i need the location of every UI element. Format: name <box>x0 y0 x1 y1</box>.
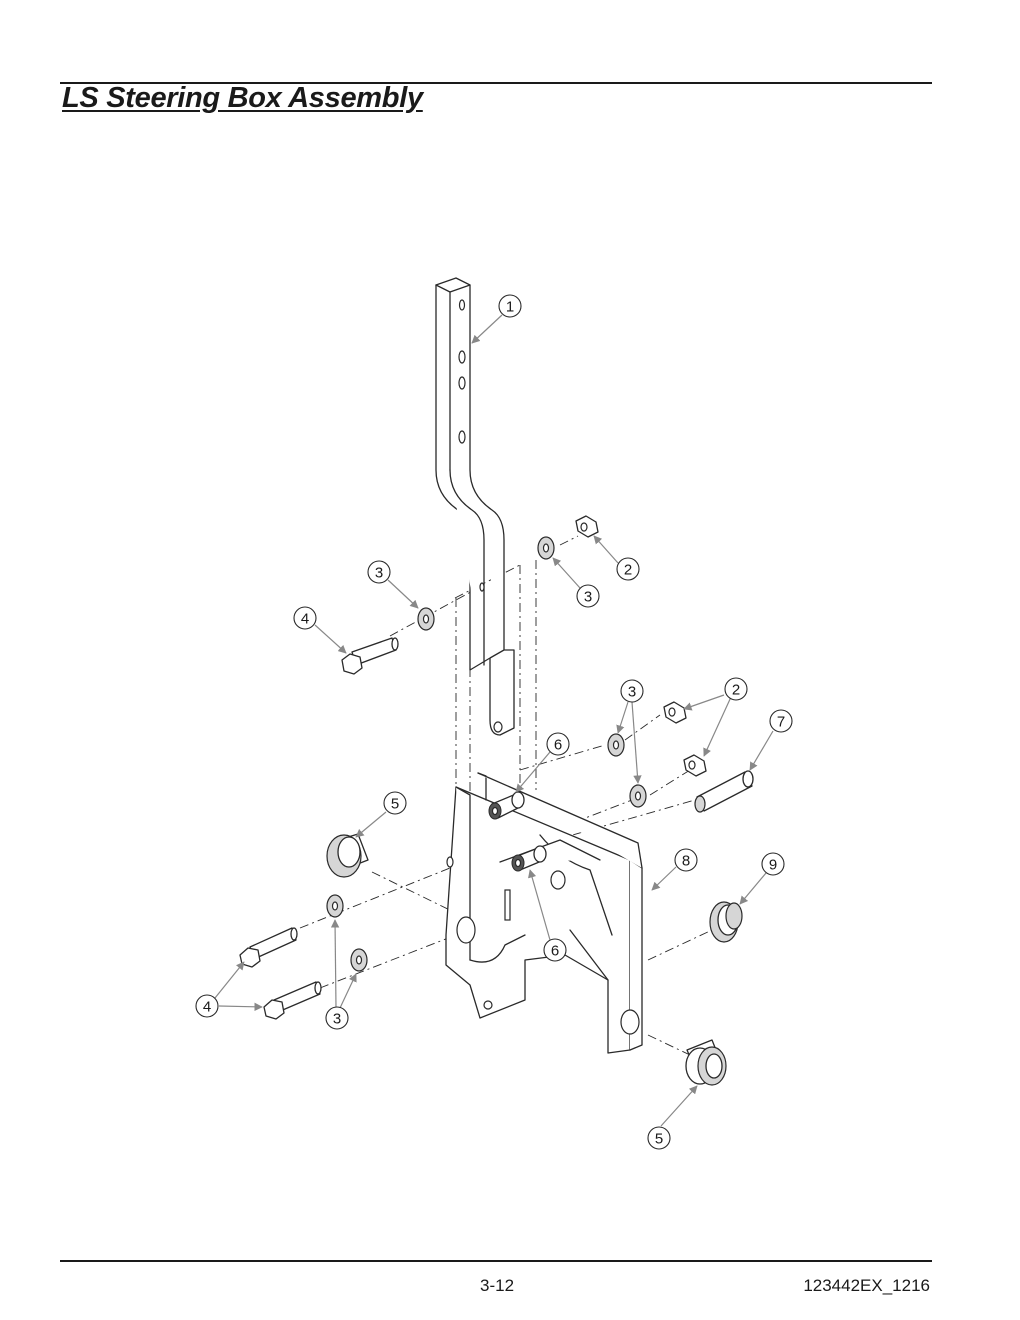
steering-arm <box>435 277 515 736</box>
callout-5-upper: 5 <box>383 791 407 815</box>
mid-nut-lower <box>683 754 707 777</box>
pin-part-7 <box>694 770 754 813</box>
upper-washer-right <box>537 536 555 560</box>
document-code: 123442EX_1216 <box>803 1276 930 1295</box>
lower-washer-lower <box>350 948 368 972</box>
callout-3-upper-left: 3 <box>367 560 391 584</box>
callout-label: 9 <box>769 857 777 874</box>
callout-1: 1 <box>498 294 522 318</box>
callout-label: 1 <box>506 299 514 316</box>
callout-label: 3 <box>333 1011 341 1028</box>
callout-2-upper: 2 <box>616 557 640 581</box>
callout-4-lower: 4 <box>195 994 219 1018</box>
lower-bolt-lower <box>263 981 322 1020</box>
header-rule <box>60 82 932 84</box>
callout-label: 6 <box>554 737 562 754</box>
upper-nut <box>575 515 599 538</box>
callout-label: 2 <box>624 562 632 579</box>
upper-bolt <box>341 637 399 675</box>
callout-2-middle: 2 <box>724 677 748 701</box>
callout-4-upper: 4 <box>293 606 317 630</box>
page-number: 3-12 <box>480 1276 515 1295</box>
callout-label: 5 <box>655 1131 663 1148</box>
bushing-upper <box>326 833 369 878</box>
mid-washer-upper <box>607 733 625 757</box>
mounting-bracket <box>445 772 643 1054</box>
lower-washer-upper <box>326 894 344 918</box>
mid-washer-lower <box>629 784 647 808</box>
callout-label: 6 <box>551 943 559 960</box>
upper-washer-left <box>417 607 435 631</box>
callout-label: 4 <box>301 611 309 628</box>
footer-rule <box>60 1260 932 1262</box>
callout-9: 9 <box>761 852 785 876</box>
callout-label: 8 <box>682 853 690 870</box>
callout-5-lower: 5 <box>647 1126 671 1150</box>
callout-label: 3 <box>628 684 636 701</box>
mid-nut-upper <box>663 701 687 724</box>
callout-label: 4 <box>203 999 211 1016</box>
grommet-part-9 <box>709 901 743 943</box>
callout-3-upper-right: 3 <box>576 584 600 608</box>
callout-6-upper: 6 <box>546 732 570 756</box>
callout-3-middle: 3 <box>620 679 644 703</box>
callout-label: 5 <box>391 796 399 813</box>
callout-label: 3 <box>375 565 383 582</box>
callout-label: 7 <box>777 714 785 731</box>
callout-leaders <box>214 314 774 1127</box>
callout-label: 2 <box>732 682 740 699</box>
callout-3-lower: 3 <box>325 1006 349 1030</box>
callout-label: 3 <box>584 589 592 606</box>
bracket-spacers <box>488 791 547 872</box>
callout-6-lower: 6 <box>543 938 567 962</box>
callout-8: 8 <box>674 848 698 872</box>
callout-7: 7 <box>769 709 793 733</box>
page-title: LS Steering Box Assembly <box>62 82 423 114</box>
bushing-lower <box>685 1039 727 1086</box>
lower-bolt-upper <box>239 927 298 968</box>
